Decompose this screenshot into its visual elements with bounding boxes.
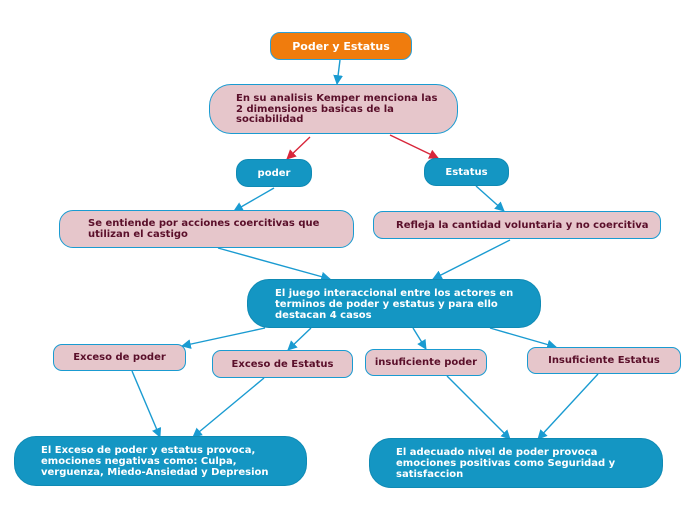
edge-poderdef-juego	[217, 247, 331, 282]
edge-kemper-poder	[286, 136, 311, 160]
insuficiente-poder-node[interactable]: insuficiente poder	[365, 349, 487, 376]
estatus-definition-label: Refleja la cantidad voluntaria y no coer…	[396, 220, 649, 231]
edge-insuf-poder-positivas	[446, 375, 511, 440]
edge-estatusdef-juego	[432, 239, 511, 280]
edge-juego-exceso-poder	[181, 327, 266, 349]
emociones-negativas-label: El Exceso de poder y estatus provoca, em…	[41, 445, 269, 478]
edge-juego-insuf-estatus	[489, 327, 557, 350]
poder-definition-node[interactable]: Se entiende por acciones coercitivas que…	[59, 210, 354, 248]
exceso-estatus-node[interactable]: Exceso de Estatus	[212, 350, 353, 378]
juego-node[interactable]: El juego interaccional entre los actores…	[247, 279, 541, 328]
exceso-poder-node[interactable]: Exceso de poder	[53, 344, 186, 371]
edge-root-kemper	[333, 59, 343, 85]
edge-poder-definition	[233, 187, 275, 212]
emociones-negativas-node[interactable]: El Exceso de poder y estatus provoca, em…	[14, 436, 307, 486]
insuficiente-poder-label: insuficiente poder	[374, 357, 478, 368]
exceso-estatus-label: Exceso de Estatus	[231, 359, 334, 370]
poder-definition-label: Se entiende por acciones coercitivas que…	[88, 218, 320, 240]
poder-node-label: poder	[257, 168, 291, 179]
edge-estatus-definition	[475, 185, 505, 212]
edge-exceso-estatus-negativas	[192, 377, 265, 438]
emociones-positivas-node[interactable]: El adecuado nivel de poder provoca emoci…	[369, 438, 663, 488]
exceso-poder-label: Exceso de poder	[73, 352, 166, 363]
insuficiente-estatus-node[interactable]: Insuficiente Estatus	[527, 347, 681, 374]
edge-juego-exceso-estatus	[287, 327, 312, 351]
poder-node[interactable]: poder	[236, 159, 312, 187]
kemper-node[interactable]: En su analisis Kemper menciona las 2 dim…	[209, 84, 458, 134]
root-node[interactable]: Poder y Estatus	[270, 32, 412, 60]
edge-juego-insuf-poder	[412, 327, 427, 350]
root-node-label: Poder y Estatus	[292, 40, 390, 53]
juego-node-label: El juego interaccional entre los actores…	[275, 288, 514, 321]
estatus-node-label: Estatus	[445, 167, 488, 178]
estatus-node[interactable]: Estatus	[424, 158, 509, 186]
insuficiente-estatus-label: Insuficiente Estatus	[548, 355, 660, 366]
edge-exceso-poder-negativas	[131, 370, 162, 438]
edge-insuf-estatus-positivas	[537, 373, 599, 440]
edge-kemper-estatus	[389, 134, 439, 159]
kemper-node-label: En su analisis Kemper menciona las 2 dim…	[236, 93, 438, 125]
emociones-positivas-label: El adecuado nivel de poder provoca emoci…	[396, 447, 616, 480]
estatus-definition-node[interactable]: Refleja la cantidad voluntaria y no coer…	[373, 211, 661, 239]
